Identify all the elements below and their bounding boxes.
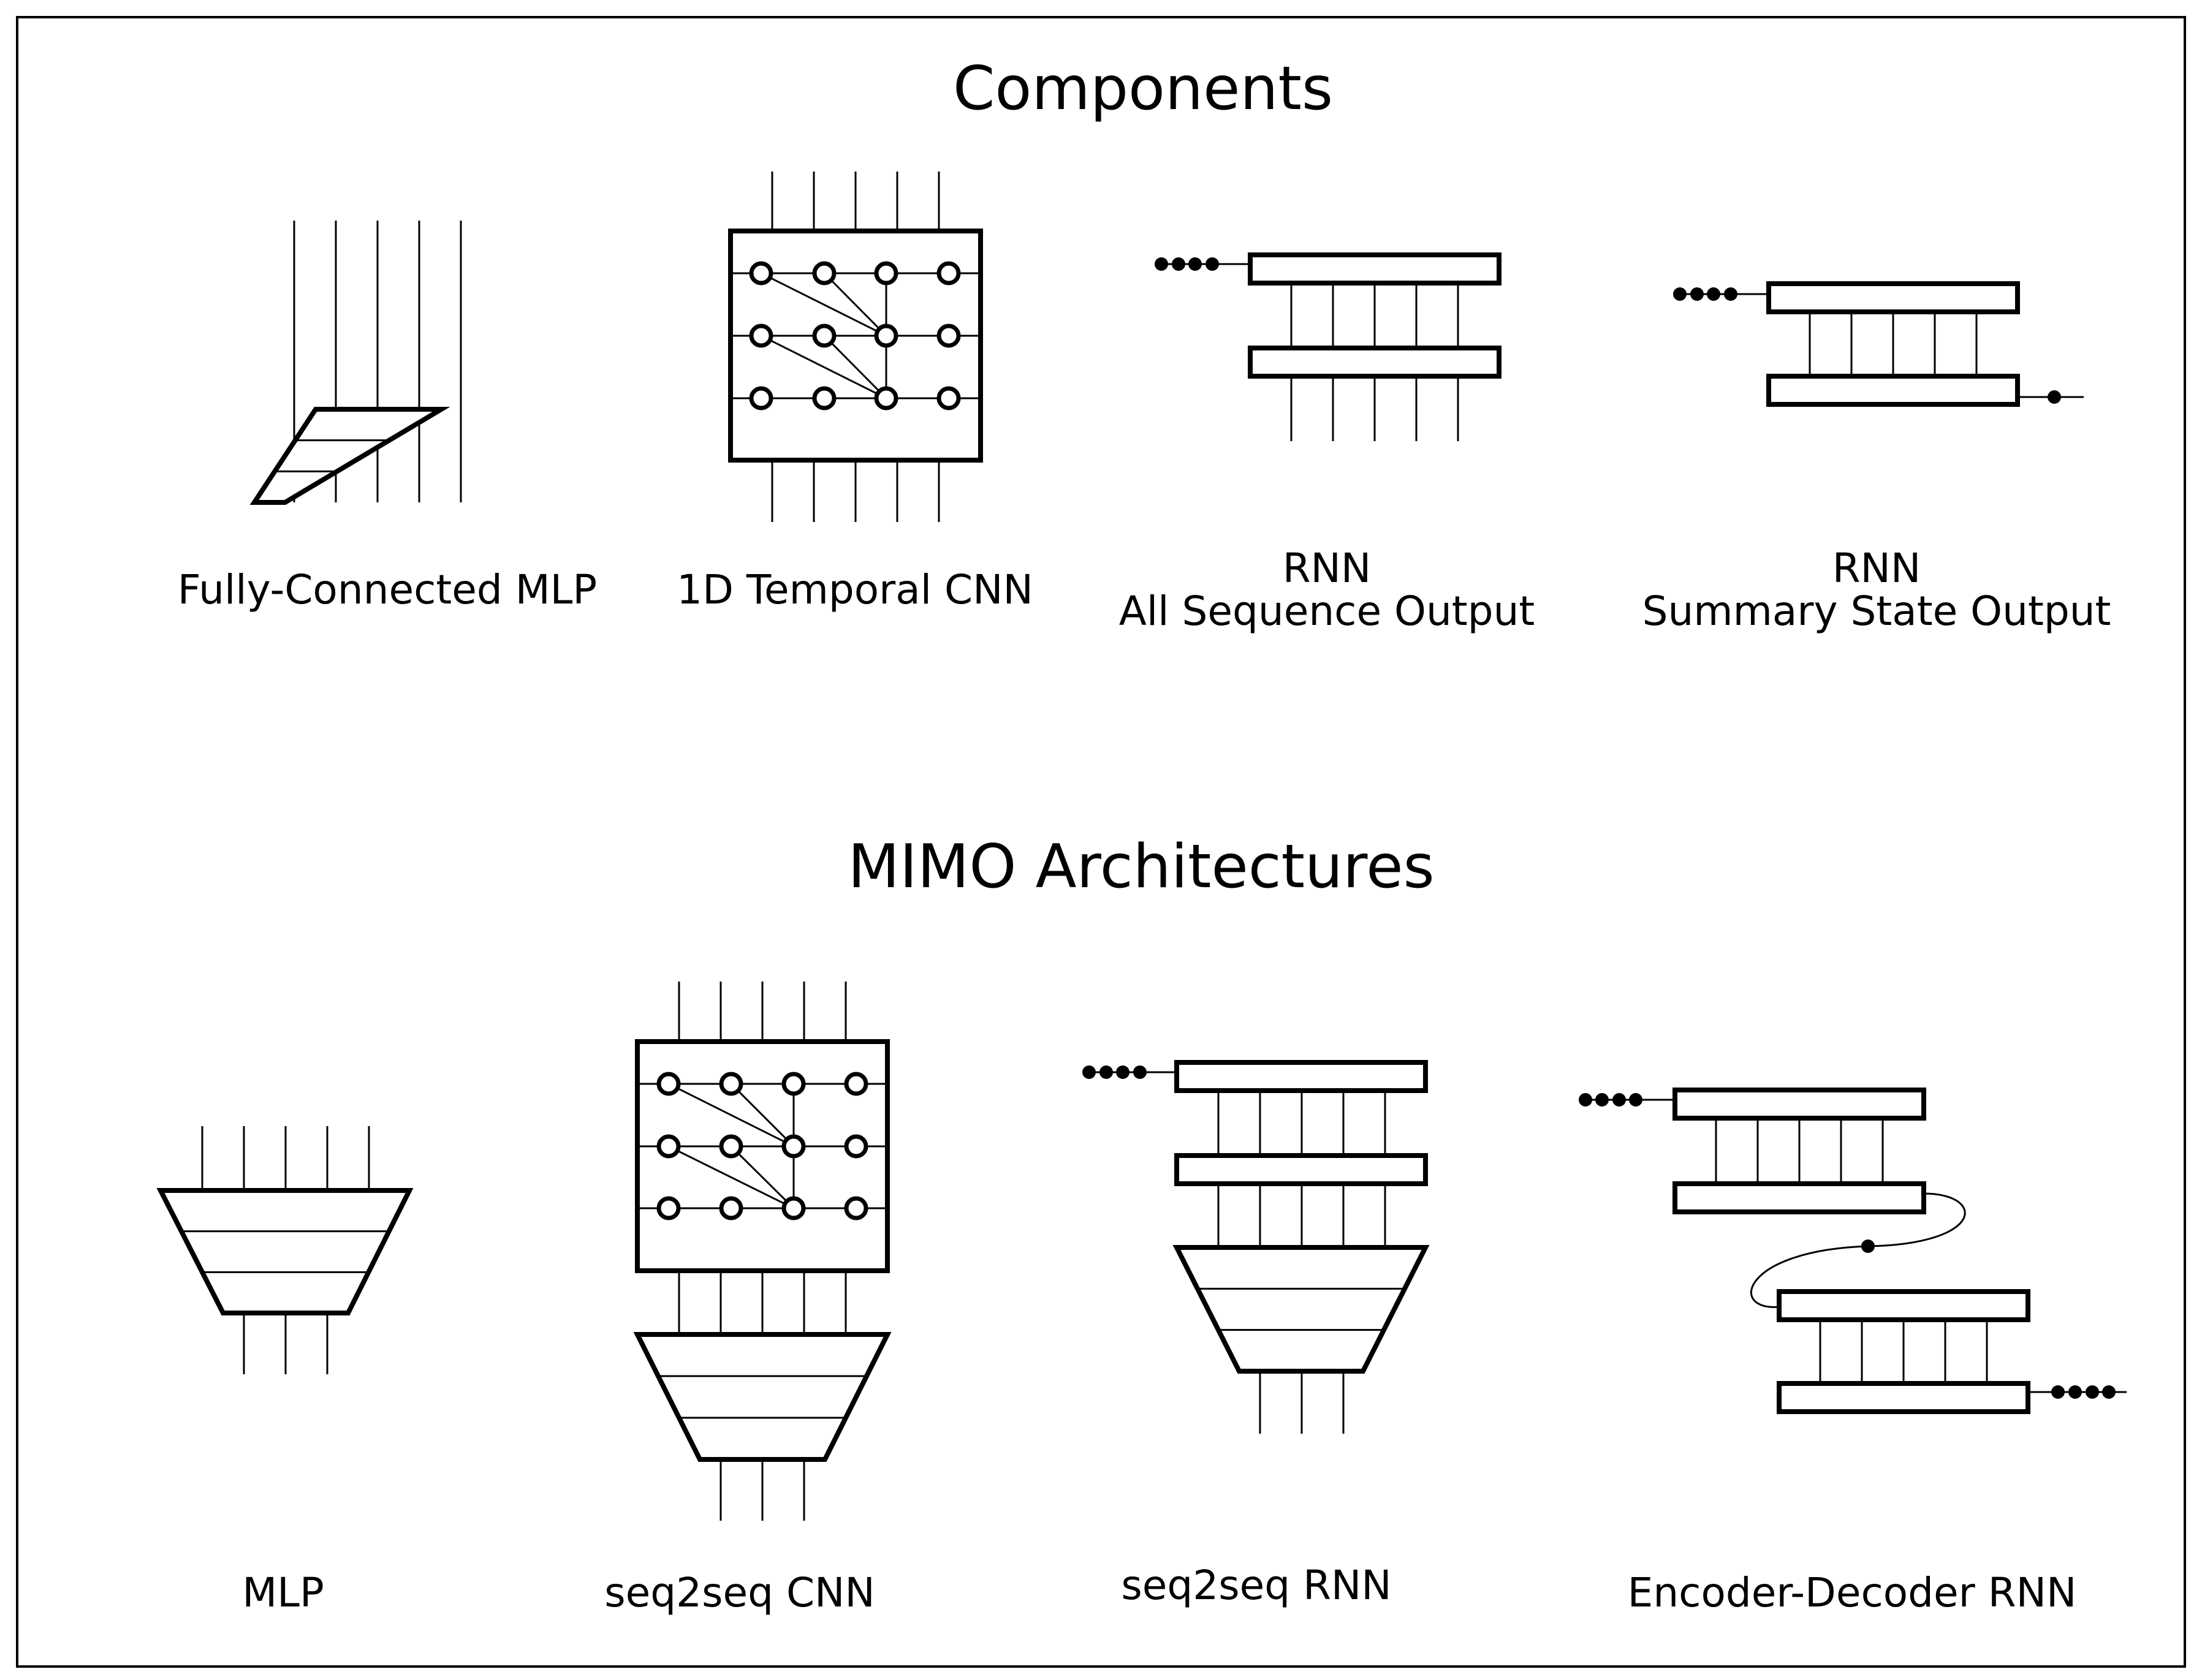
cnn-neuron [812, 261, 837, 286]
cnn-neuron [719, 1196, 743, 1220]
rnn-bar [1248, 346, 1502, 379]
arch-encoder-decoder-rnn [1579, 1088, 2127, 1414]
state-dot [2068, 1385, 2082, 1399]
cnn-neuron [719, 1072, 743, 1096]
rnn-bar [1174, 1153, 1428, 1186]
arch-mlp [156, 1126, 414, 1374]
cnn-neuron [936, 386, 961, 411]
state-dot [1707, 287, 1720, 301]
arch-seq2seq-cnn-head [633, 1332, 892, 1521]
state-dot [1579, 1093, 1592, 1107]
label-encoder-decoder-rnn: Encoder-Decoder RNN [1628, 1569, 2077, 1616]
rnn-bar [1672, 1181, 1926, 1214]
mlp-trapezoid [633, 1332, 892, 1462]
state-dot [1082, 1065, 1096, 1079]
cnn-connection [823, 335, 887, 399]
label-seq2seq-cnn: seq2seq CNN [604, 1569, 875, 1616]
rnn-bar [1777, 1289, 2030, 1322]
cnn-neuron [781, 1134, 806, 1159]
state-dot [1612, 1093, 1626, 1107]
label-mlp: MLP [242, 1569, 324, 1616]
component-cnn [728, 172, 983, 522]
cnn-neuron [749, 324, 773, 348]
arch-seq2seq-rnn [1082, 1060, 1428, 1247]
cnn-neuron [844, 1196, 868, 1220]
cnn-neuron [936, 324, 961, 348]
state-dot [1673, 287, 1687, 301]
label-fully-connected-mlp: Fully-Connected MLP [178, 566, 597, 613]
rnn-bar [1766, 374, 2020, 407]
cnn-neuron [812, 324, 837, 348]
component-mlp [249, 221, 462, 505]
mlp-trapezoid [1172, 1245, 1430, 1374]
rnn-bar [1672, 1088, 1926, 1121]
state-dot [2051, 1385, 2065, 1399]
cnn-neuron [719, 1134, 743, 1159]
cnn-connection [823, 272, 887, 337]
label-seq2seq-rnn: seq2seq RNN [1121, 1562, 1391, 1609]
component-rnn-summary [1673, 281, 2084, 407]
state-dot [1595, 1093, 1609, 1107]
cnn-connection [730, 1145, 795, 1209]
rnn-bar [1777, 1381, 2030, 1414]
cnn-connection [730, 1083, 795, 1148]
cnn-neuron [656, 1196, 681, 1220]
mlp-trapezoid [156, 1188, 414, 1315]
cnn-neuron [874, 261, 898, 286]
components-title: Components [953, 54, 1333, 124]
state-dot [1099, 1065, 1113, 1079]
cnn-neuron [936, 261, 961, 286]
rnn-bar [1248, 252, 1502, 286]
state-dot [1690, 287, 1704, 301]
cnn-neuron [812, 386, 837, 411]
rnn-bar [1174, 1060, 1428, 1093]
cnn-neuron [874, 324, 898, 348]
cnn-connection [668, 1083, 794, 1148]
state-dot [1172, 257, 1185, 271]
mlp-trapezoid [249, 407, 450, 505]
cnn-connection [761, 335, 887, 399]
cnn-neuron [749, 386, 773, 411]
sublabel-summary-state-output: Summary State Output [1642, 588, 2111, 635]
cnn-connection [668, 1145, 794, 1209]
diagram-shapes [156, 172, 2127, 1521]
state-dot [2048, 390, 2061, 404]
state-dot [1188, 257, 1202, 271]
cnn-neuron [656, 1072, 681, 1096]
cnn-neuron [749, 261, 773, 286]
state-dot [2086, 1385, 2099, 1399]
rnn-bar [1766, 281, 2020, 314]
architectures-title: MIMO Architectures [848, 832, 1434, 902]
label-rnn-summary: RNN [1832, 545, 1921, 592]
cnn-neuron [656, 1134, 681, 1159]
arch-seq2seq-cnn [635, 982, 890, 1334]
cnn-neuron [844, 1134, 868, 1159]
label-1d-temporal-cnn: 1D Temporal CNN [677, 566, 1033, 613]
arch-seq2seq-rnn-head [1172, 1245, 1430, 1434]
cnn-neuron [844, 1072, 868, 1096]
state-dot [1116, 1065, 1129, 1079]
state-dot [1861, 1239, 1875, 1253]
cnn-neuron [781, 1072, 806, 1096]
cnn-neuron [874, 386, 898, 411]
sublabel-all-sequence-output: All Sequence Output [1119, 588, 1535, 635]
state-dot [2102, 1385, 2116, 1399]
frame-border [16, 16, 2186, 1668]
label-rnn-all-seq: RNN [1283, 545, 1372, 592]
cnn-connection [761, 272, 887, 337]
cnn-neuron [781, 1196, 806, 1220]
component-rnn-all-sequence [1155, 252, 1502, 441]
state-dot [1155, 257, 1168, 271]
